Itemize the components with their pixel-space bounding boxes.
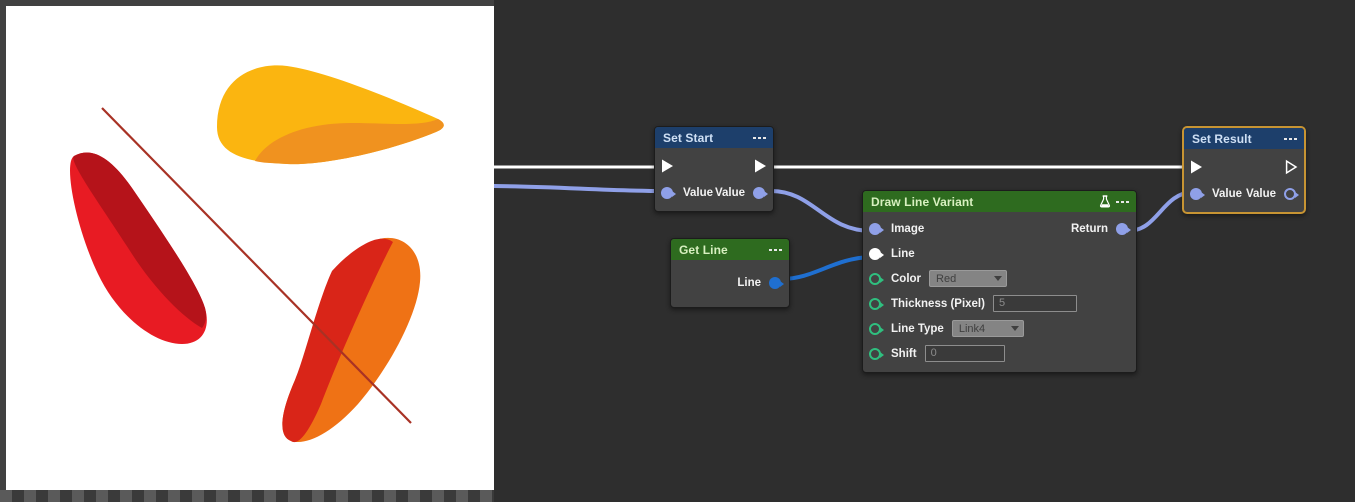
node-menu-icon[interactable] (1284, 134, 1298, 144)
data-wire-in (494, 184, 665, 193)
node-draw-line-variant[interactable]: Draw Line Variant (862, 190, 1137, 373)
row-color: Color Red (863, 266, 1136, 291)
input-port-value[interactable] (660, 185, 676, 201)
image-canvas (6, 6, 494, 490)
line-type-select[interactable]: Link4 (951, 320, 1024, 337)
output-port-line[interactable] (768, 275, 784, 291)
data-wire-setstart-drawline (770, 189, 873, 233)
input-port-image[interactable] (868, 221, 884, 237)
output-port-return[interactable] (1115, 221, 1131, 237)
node-graph-editor[interactable]: Set Start (494, 0, 1355, 502)
rendered-image (6, 6, 494, 490)
node-body-get-line: Line (671, 260, 789, 307)
node-menu-icon[interactable] (769, 245, 783, 255)
node-set-start[interactable]: Set Start (654, 126, 774, 212)
node-title: Set Result (1192, 131, 1252, 146)
input-port-line-type[interactable] (868, 321, 884, 337)
node-body-set-start: Value Value (655, 148, 773, 211)
output-label-line: Line (737, 276, 761, 289)
output-label-return: Return (1070, 222, 1108, 235)
input-label-value: Value (1212, 187, 1243, 200)
input-port-color[interactable] (868, 271, 884, 287)
input-label-thickness: Thickness (Pixel) (891, 297, 985, 310)
experimental-flask-icon (1099, 195, 1111, 208)
node-body-set-result: Value Value (1184, 149, 1304, 212)
input-label-shift: Shift (891, 347, 917, 360)
row-line: Line (863, 241, 1136, 266)
input-label-image: Image (891, 222, 925, 235)
input-label-line-type: Line Type (891, 322, 944, 335)
color-select-value: Red (936, 272, 957, 285)
input-port-shift[interactable] (868, 346, 884, 362)
row-shift: Shift 0 (863, 341, 1136, 366)
thickness-input[interactable]: 5 (992, 295, 1077, 312)
yellow-petal-shape (217, 65, 444, 165)
transparency-checker-strip (0, 490, 494, 502)
node-header-draw-line-variant[interactable]: Draw Line Variant (863, 191, 1136, 212)
node-title: Draw Line Variant (871, 194, 974, 209)
row-value-set-start: Value Value (655, 180, 773, 205)
row-line-get-line: Line (671, 270, 789, 295)
shift-input-value: 0 (930, 347, 937, 359)
node-header-get-line[interactable]: Get Line (671, 239, 789, 260)
shift-input[interactable]: 0 (924, 345, 1005, 362)
exec-out-port-icon[interactable] (754, 159, 767, 174)
row-exec-set-result (1184, 153, 1304, 181)
color-select[interactable]: Red (929, 270, 1008, 287)
node-title: Set Start (663, 130, 714, 145)
row-value-set-result: Value Value (1184, 181, 1304, 206)
row-thickness: Thickness (Pixel) 5 (863, 291, 1136, 316)
input-label-line: Line (891, 247, 915, 260)
row-exec-set-start (655, 152, 773, 180)
node-get-line[interactable]: Get Line Line (670, 238, 790, 308)
drawn-line (101, 107, 412, 424)
node-set-result[interactable]: Set Result (1182, 126, 1306, 214)
thickness-input-value: 5 (998, 297, 1006, 309)
input-label-color: Color (891, 272, 922, 285)
row-image: Image Return (863, 216, 1136, 241)
node-header-set-result[interactable]: Set Result (1184, 128, 1304, 149)
node-title: Get Line (679, 242, 728, 257)
node-body-draw-line-variant: Image Return Line (863, 212, 1136, 372)
input-label-value: Value (683, 186, 714, 199)
output-label-value: Value (1245, 187, 1276, 200)
red-petal-shape (70, 152, 207, 344)
input-port-line[interactable] (868, 246, 884, 262)
node-header-set-start[interactable]: Set Start (655, 127, 773, 148)
line-type-select-value: Link4 (958, 322, 986, 335)
exec-in-port-icon[interactable] (661, 159, 674, 174)
image-preview-panel (0, 0, 494, 502)
output-label-value: Value (714, 186, 745, 199)
node-menu-icon[interactable] (753, 133, 767, 143)
orange-petal-shape (282, 237, 421, 443)
chevron-down-icon (1010, 326, 1019, 331)
exec-in-port-icon[interactable] (1190, 160, 1203, 175)
input-port-thickness[interactable] (868, 296, 884, 312)
output-port-value[interactable] (1283, 186, 1299, 202)
node-menu-icon[interactable] (1116, 197, 1130, 207)
data-wire-getline-drawline (781, 255, 872, 281)
output-port-value[interactable] (752, 185, 768, 201)
row-line-type: Line Type Link4 (863, 316, 1136, 341)
chevron-down-icon (994, 276, 1003, 281)
exec-out-port-icon[interactable] (1285, 159, 1298, 175)
input-port-value[interactable] (1189, 186, 1205, 202)
